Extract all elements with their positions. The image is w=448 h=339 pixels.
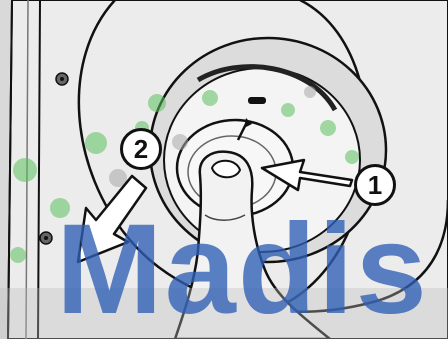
indicator-slot bbox=[248, 97, 266, 104]
step-2-badge: 2 bbox=[120, 128, 162, 170]
fingernail bbox=[212, 161, 240, 178]
screw-upper bbox=[56, 73, 68, 85]
screw-lower bbox=[40, 232, 52, 244]
watermark-text: Madis bbox=[56, 206, 429, 334]
